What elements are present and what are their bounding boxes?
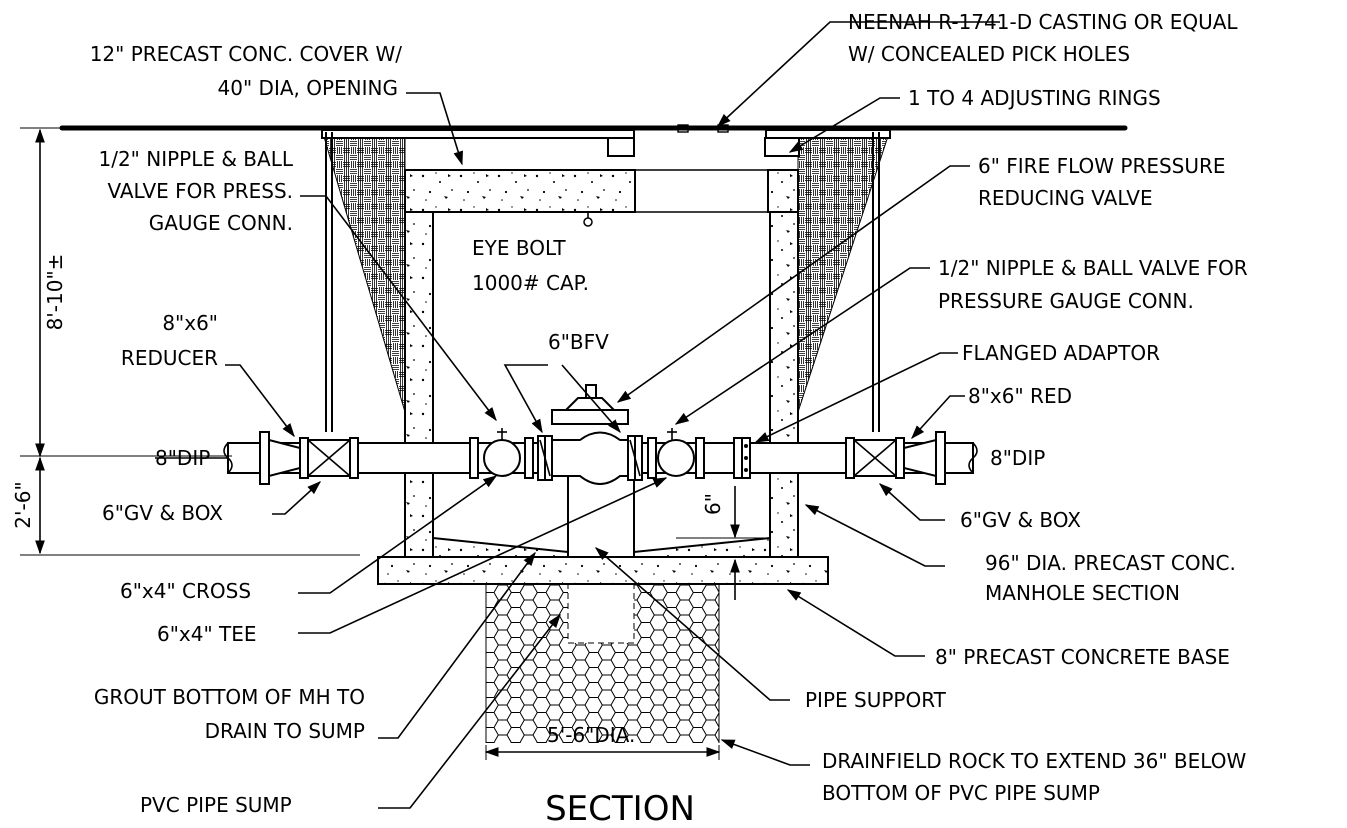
label-red-right: 8"x6" RED	[968, 384, 1072, 408]
backfill-left	[321, 129, 406, 413]
label-cover-1: 12" PRECAST CONC. COVER W/	[90, 42, 403, 66]
label-reducer-1: 8"x6"	[162, 311, 218, 335]
label-pipe-support: PIPE SUPPORT	[805, 688, 947, 712]
label-nipple-left-2: VALVE FOR PRESS.	[107, 179, 293, 203]
drawing-title: SECTION	[545, 789, 695, 828]
dim-depth-label: 8'-10"±	[43, 254, 67, 331]
label-flanged-adaptor: FLANGED ADAPTOR	[962, 341, 1160, 365]
label-manhole-1: 96" DIA. PRECAST CONC.	[985, 551, 1236, 575]
dimensions	[20, 127, 765, 760]
label-grout-1: GROUT BOTTOM OF MH TO	[94, 685, 365, 709]
leaders	[155, 21, 1000, 809]
label-nipple-right-2: PRESSURE GAUGE CONN.	[938, 289, 1194, 313]
label-nipple-right-1: 1/2" NIPPLE & BALL VALVE FOR	[938, 256, 1248, 280]
label-gv-left: 6"GV & BOX	[102, 501, 223, 525]
label-drainfield-2: BOTTOM OF PVC PIPE SUMP	[822, 781, 1100, 805]
dim-bury-label: 2'-6"	[11, 481, 35, 528]
label-nipple-left-3: GAUGE CONN.	[149, 211, 293, 235]
dim-sump-label: 5'-6"DIA.	[547, 723, 635, 747]
label-tee: 6"x4" TEE	[157, 622, 257, 646]
label-drainfield-1: DRAINFIELD ROCK TO EXTEND 36" BELOW	[822, 749, 1246, 773]
backfill-right	[797, 129, 891, 413]
label-eye-bolt-1: EYE BOLT	[472, 236, 566, 260]
label-pvc-sump: PVC PIPE SUMP	[140, 793, 292, 817]
label-manhole-2: MANHOLE SECTION	[985, 581, 1180, 605]
label-bfv: 6"BFV	[548, 330, 609, 354]
label-reducer-2: REDUCER	[121, 346, 218, 370]
label-eye-bolt-2: 1000# CAP.	[472, 271, 589, 295]
label-neenah-1: NEENAH R-1741-D CASTING OR EQUAL	[848, 10, 1238, 34]
dim-six-label: 6"	[701, 493, 725, 515]
label-nipple-left-1: 1/2" NIPPLE & BALL	[98, 147, 293, 171]
manhole-wall-right	[769, 169, 799, 558]
pvc-pipe-sump	[567, 583, 635, 644]
label-cross: 6"x4" CROSS	[120, 579, 251, 603]
label-rings: 1 TO 4 ADJUSTING RINGS	[908, 86, 1161, 110]
label-gv-right: 6"GV & BOX	[960, 508, 1081, 532]
label-prv-1: 6" FIRE FLOW PRESSURE	[978, 154, 1226, 178]
precast-cover	[404, 169, 636, 213]
label-grout-2: DRAIN TO SUMP	[205, 719, 365, 743]
label-cover-2: 40" DIA, OPENING	[218, 76, 398, 100]
manhole-wall-left	[404, 169, 434, 558]
label-neenah-2: W/ CONCEALED PICK HOLES	[848, 42, 1130, 66]
label-dip-left: 8"DIP	[155, 446, 210, 470]
label-dip-right: 8"DIP	[990, 446, 1045, 470]
label-base: 8" PRECAST CONCRETE BASE	[935, 645, 1230, 669]
label-prv-2: REDUCING VALVE	[978, 186, 1153, 210]
pipe-support	[567, 474, 635, 558]
precast-concrete-base	[377, 556, 829, 585]
